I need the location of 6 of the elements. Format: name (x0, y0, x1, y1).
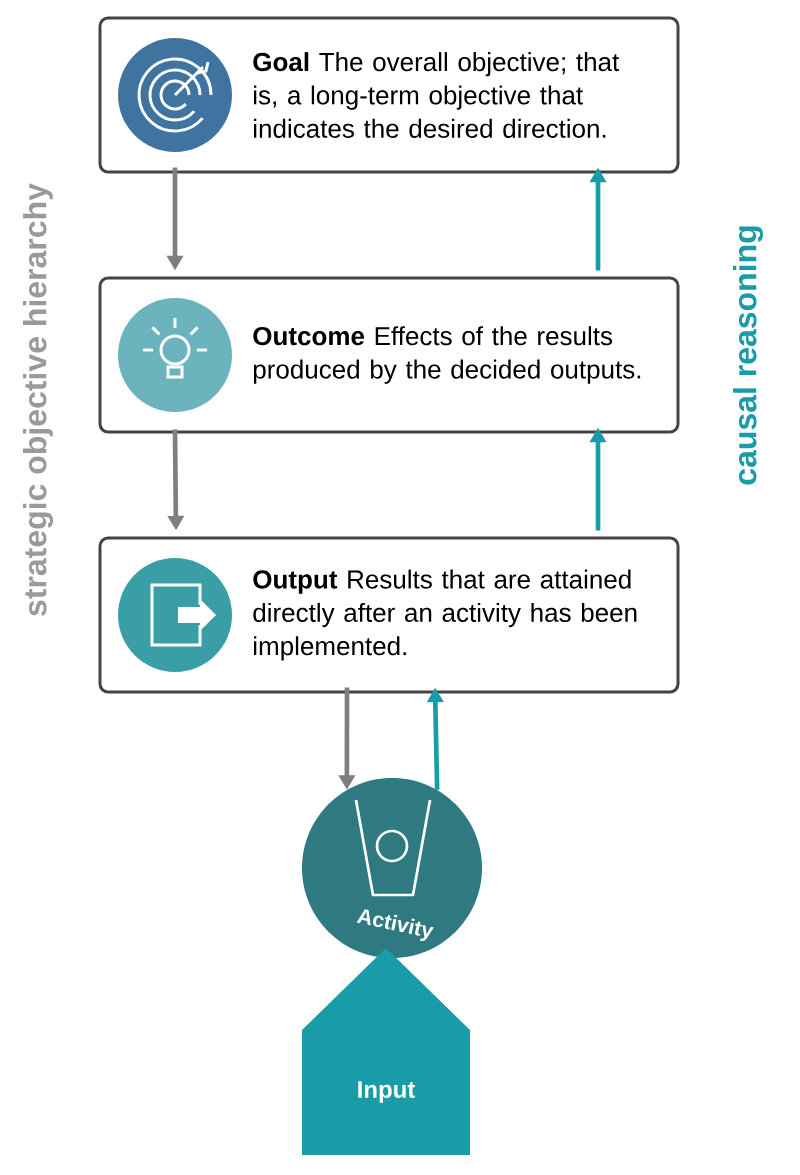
side-label: strategic objective hierarchy (23, 183, 53, 616)
process-box: Goal The overall objective; that is, a long-term objective that indicates the desired direction. (98, 16, 680, 174)
process-box: Output Results that are attained directly after an activity has been implemented. (98, 536, 680, 694)
process-box: Outcome Effects of the results produced by the decided outputs. (98, 276, 680, 434)
side-label: causal reasoning (733, 226, 763, 485)
input-pentagon: Input (302, 948, 470, 1155)
